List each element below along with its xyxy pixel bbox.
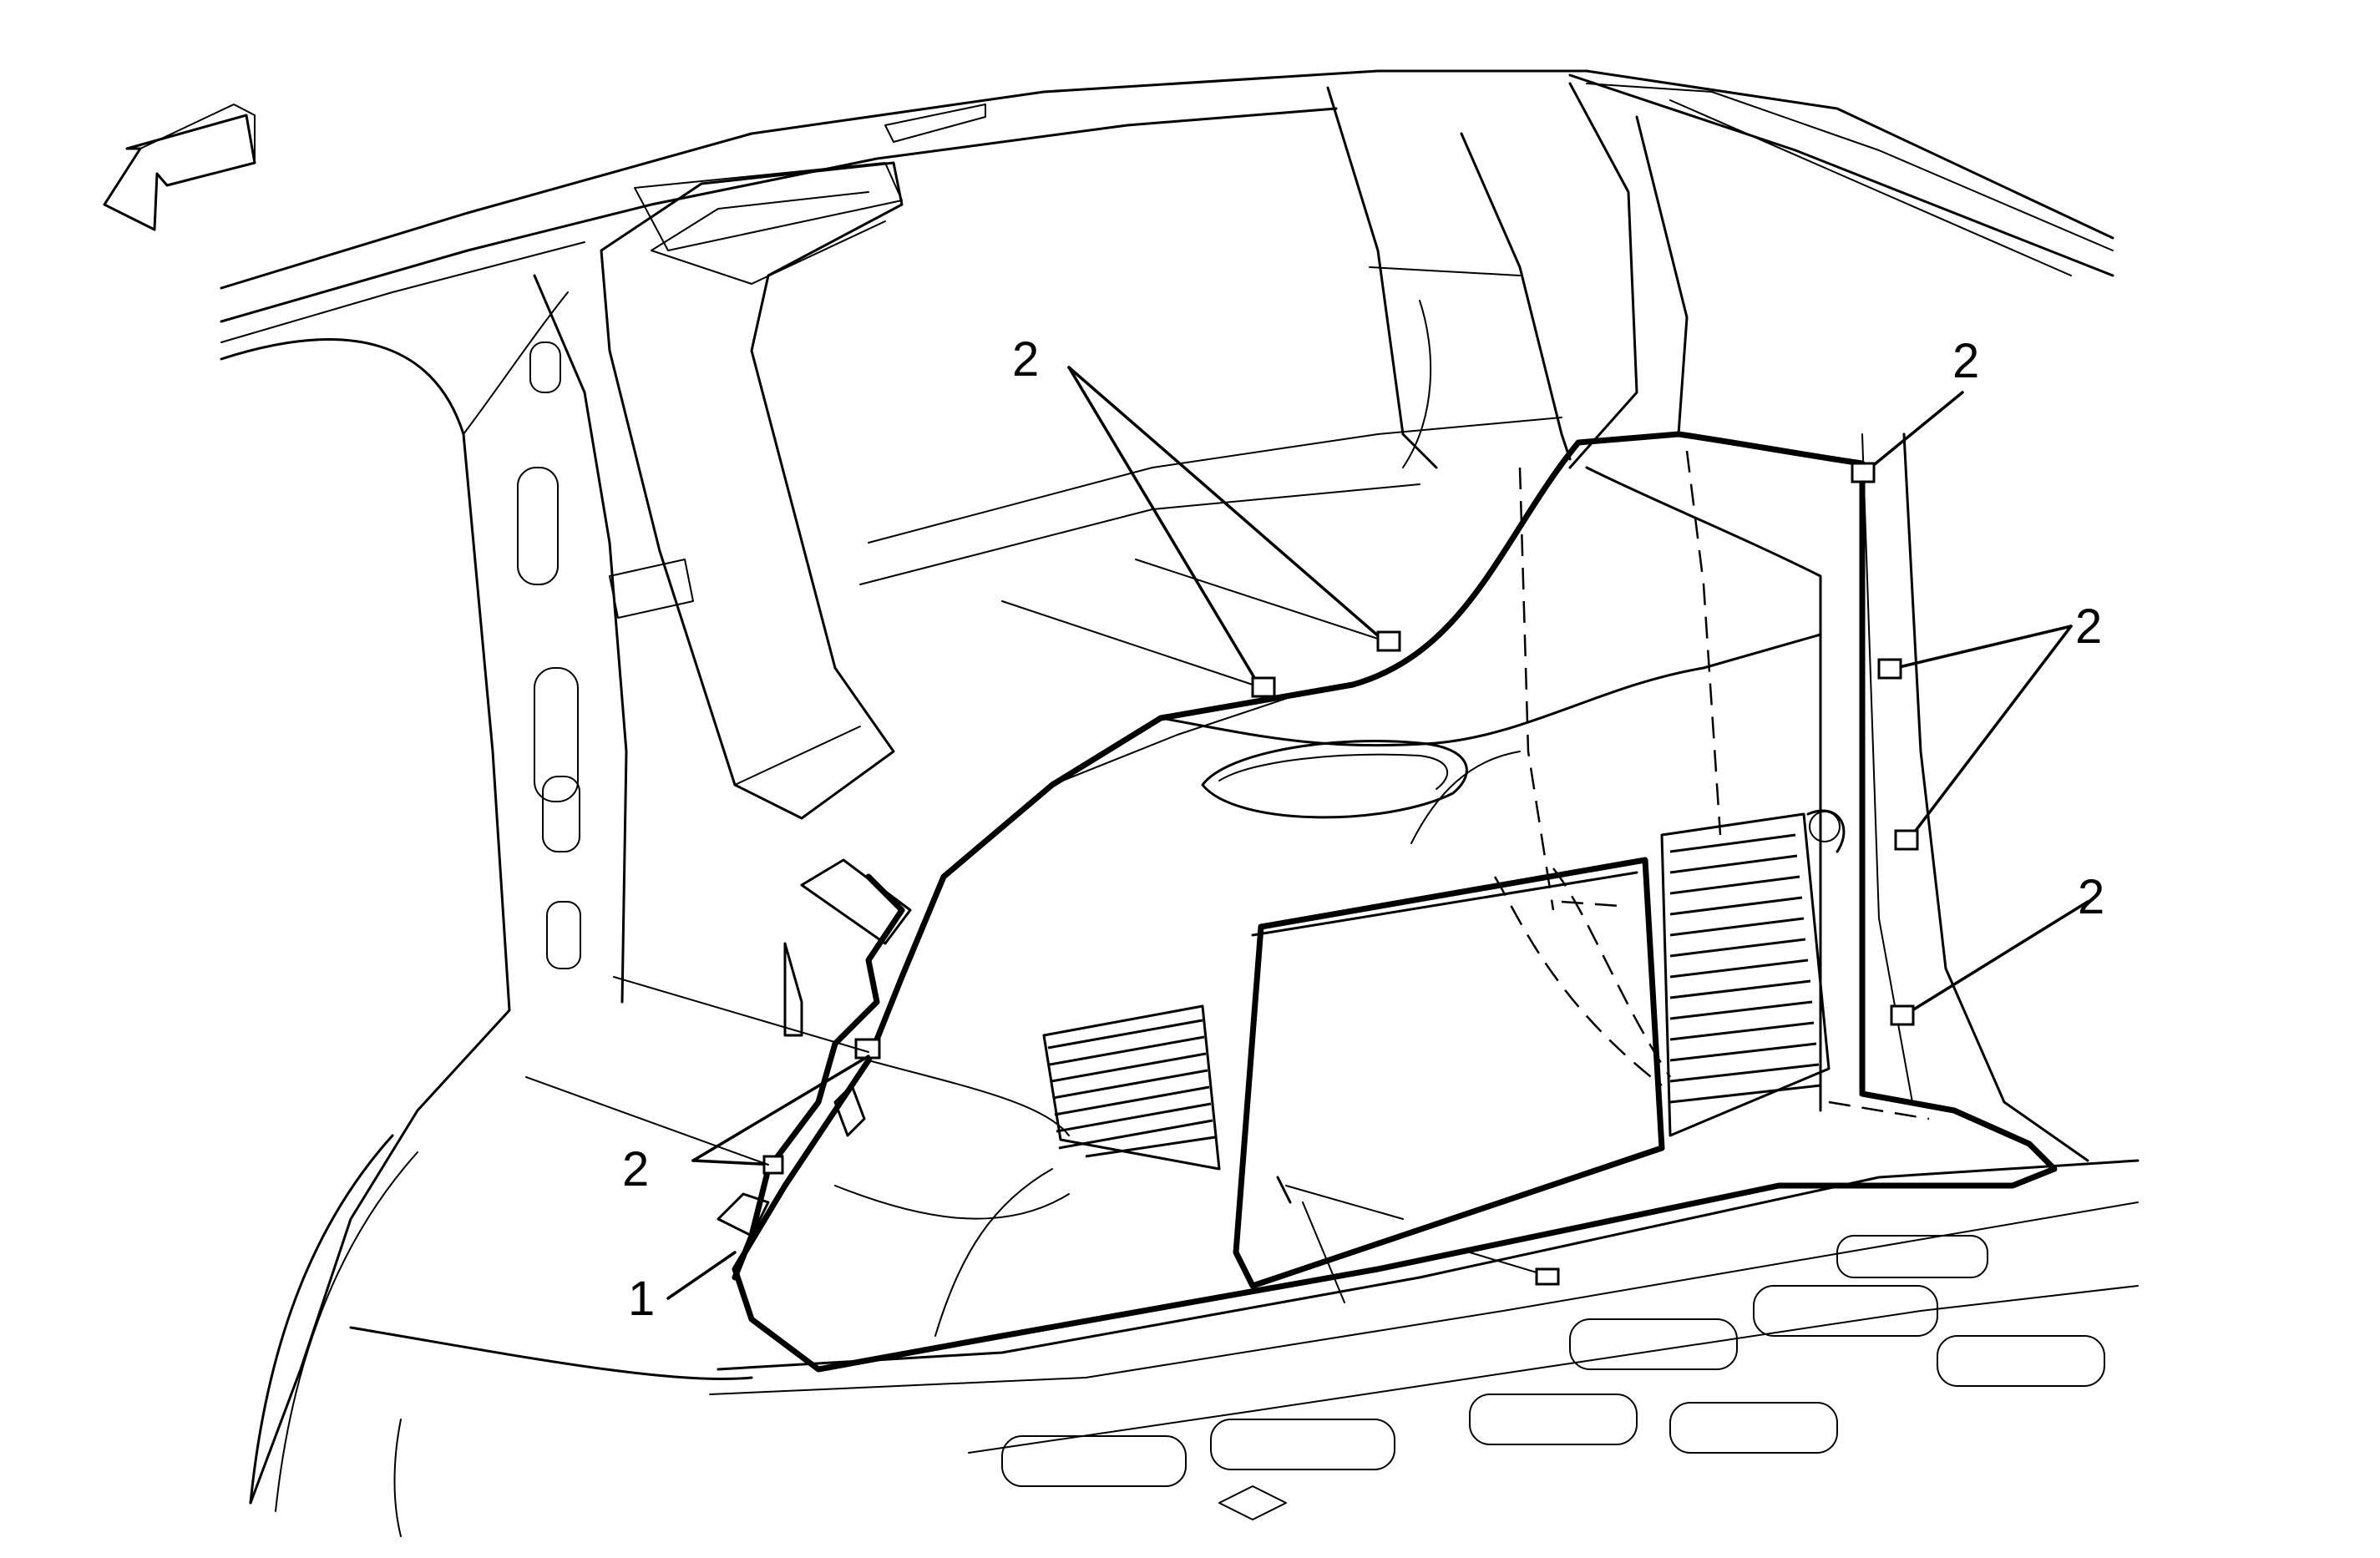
left-rear-pillar [220,274,628,1512]
fastener-clip [1894,829,1919,851]
fastener-clip [1535,1267,1560,1286]
callout-1-trim-panel: 1 [628,1272,655,1326]
callout-2-lower-right: 2 [2078,870,2104,924]
lower-left-trim-edge [717,858,912,1281]
callout-2-upper-center: 2 [1012,332,1039,387]
roof-structure [220,69,2114,343]
speaker-grille-left [1047,1019,1216,1158]
fastener-clip [762,1155,784,1175]
speaker-grille-right [1669,833,1821,1104]
callout-2-upper-right: 2 [1952,334,1979,388]
fastener-clip [1251,676,1276,698]
callout-labels: 2 2 2 2 2 1 [622,332,2104,1326]
right-body-panel [859,82,2089,1162]
cargo-floor [349,1159,2139,1537]
quarter-trim-panel [732,431,2058,1373]
fastener-clip [1877,658,1902,680]
forward-direction-arrow-icon [103,104,256,231]
callout-leaders [525,366,2089,1300]
callout-2-middle-right: 2 [2075,599,2102,654]
callout-2-lower-left: 2 [622,1142,649,1196]
fastener-clip [1890,1004,1915,1026]
fastener-clip [1851,462,1876,483]
pillar-air-duct [600,161,904,820]
fastener-clip [1376,630,1401,652]
